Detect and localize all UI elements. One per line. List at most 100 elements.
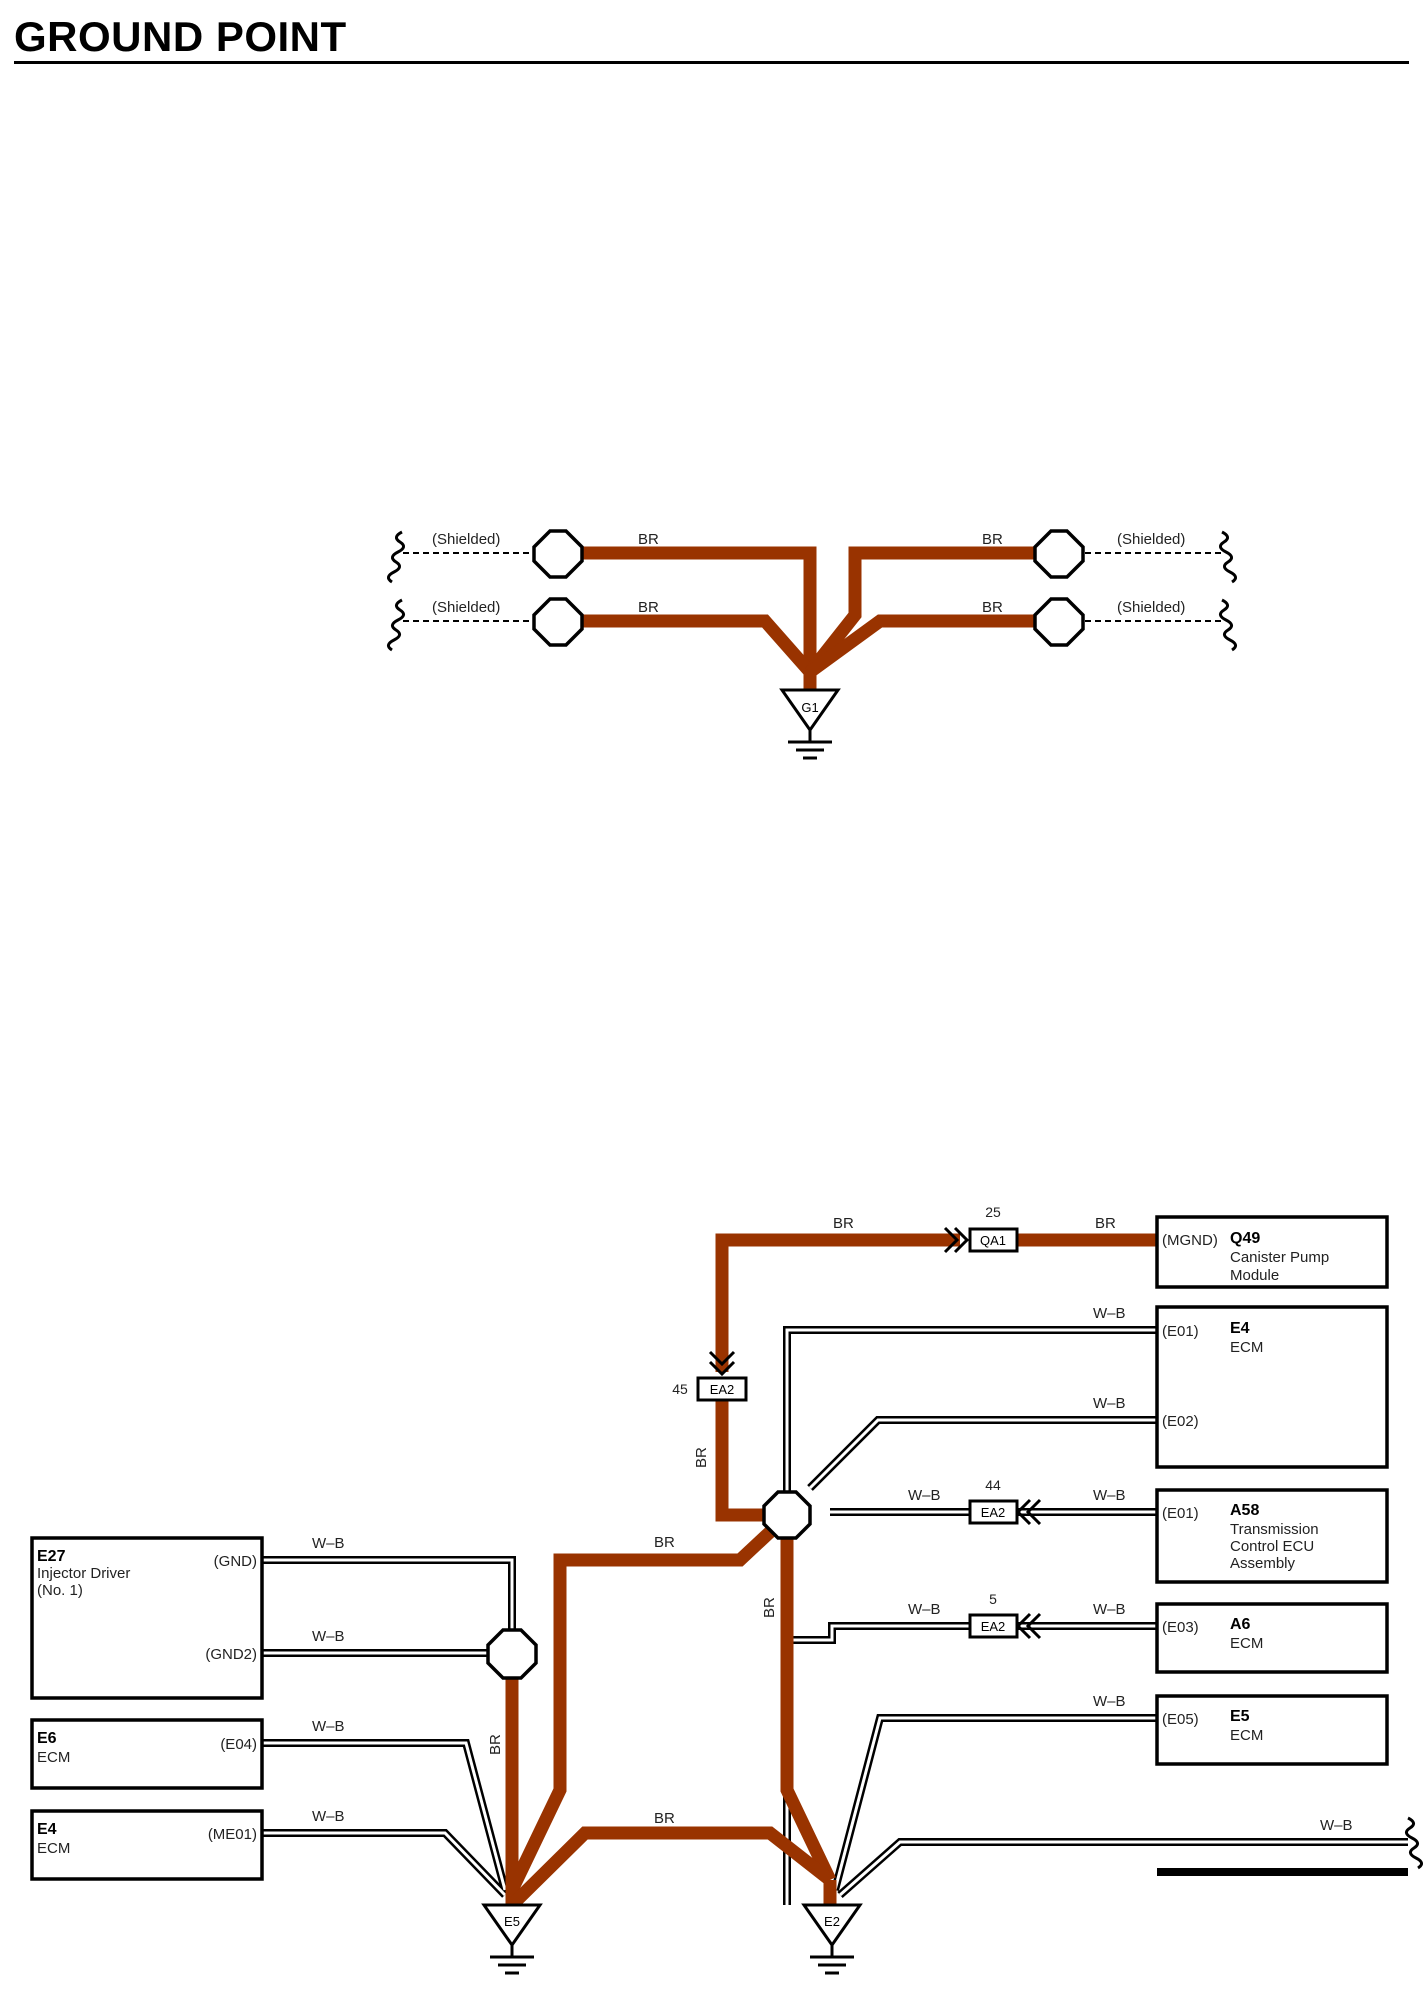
wire-color-label: W–B xyxy=(1093,1395,1126,1412)
wire-color-label: W–B xyxy=(908,1601,941,1618)
shield-label: (Shielded) xyxy=(432,599,500,616)
pin-label: (ME01) xyxy=(208,1826,257,1843)
wire-color-label: W–B xyxy=(1093,1305,1126,1322)
ground-symbol-g1: G1 xyxy=(780,688,840,760)
connector-ea2-45: EA2 45 xyxy=(672,1350,748,1402)
component-name: Control ECU xyxy=(1230,1538,1314,1555)
ground-label: G1 xyxy=(801,700,818,715)
wire-color-label: BR xyxy=(833,1215,854,1232)
component-code: A6 xyxy=(1230,1616,1251,1633)
component-q49: (MGND) Q49 Canister Pump Module xyxy=(1155,1215,1389,1289)
connector-pin: 5 xyxy=(989,1591,997,1607)
bottom-ground-section: QA1 25 EA2 45 EA2 44 EA2 5 BR BR BR BR xyxy=(30,1204,1423,1975)
shield-label: (Shielded) xyxy=(1117,531,1185,548)
component-e4-top: (E01) (E02) E4 ECM xyxy=(1155,1305,1389,1469)
component-e6: E6 ECM (E04) xyxy=(30,1718,264,1790)
component-e5: (E05) E5 ECM xyxy=(1155,1694,1389,1766)
bottom-splices xyxy=(486,1490,812,1680)
component-name: Assembly xyxy=(1230,1555,1296,1572)
component-code: E6 xyxy=(37,1730,57,1747)
component-name: Canister Pump xyxy=(1230,1249,1329,1266)
connector-pin: 45 xyxy=(672,1381,688,1397)
connector-ea2-5: EA2 5 xyxy=(968,1591,1042,1640)
wire-color-label: W–B xyxy=(1320,1817,1353,1834)
component-code: E4 xyxy=(37,1821,57,1838)
component-code: E5 xyxy=(1230,1708,1250,1725)
shield-label: (Shielded) xyxy=(1117,599,1185,616)
connector-ea2-44: EA2 44 xyxy=(968,1477,1042,1526)
wire-color-label: BR xyxy=(654,1534,675,1551)
connector-pin: 44 xyxy=(985,1477,1001,1493)
top-br-wires xyxy=(582,546,1034,690)
wire-color-label: BR xyxy=(1095,1215,1116,1232)
pin-label: (E01) xyxy=(1162,1323,1199,1340)
wire-color-label: W–B xyxy=(1093,1487,1126,1504)
wire-color-label: BR xyxy=(982,531,1003,548)
component-code: A58 xyxy=(1230,1502,1259,1519)
component-e4-bottom: E4 ECM (ME01) xyxy=(30,1809,264,1881)
component-a6: (E03) A6 ECM xyxy=(1155,1602,1389,1674)
top-splices xyxy=(532,529,1085,647)
splice-octagon xyxy=(532,529,584,579)
bottom-br-wires xyxy=(505,1233,1157,1910)
wire-color-label: BR xyxy=(761,1597,778,1618)
component-a58: (E01) A58 Transmission Control ECU Assem… xyxy=(1155,1488,1389,1584)
title-rule xyxy=(14,61,1409,64)
ground-label: E5 xyxy=(504,1914,520,1929)
wire-color-label: BR xyxy=(487,1734,504,1755)
wire-color-label: BR xyxy=(654,1810,675,1827)
component-name: Transmission xyxy=(1230,1521,1319,1538)
wire-color-label: W–B xyxy=(312,1628,345,1645)
component-name: (No. 1) xyxy=(37,1582,83,1599)
pin-label: (E03) xyxy=(1162,1619,1199,1636)
wire-color-label: W–B xyxy=(312,1535,345,1552)
wire-color-label: BR xyxy=(638,599,659,616)
ground-symbol-e2: E2 xyxy=(802,1903,862,1975)
pin-label: (E04) xyxy=(220,1736,257,1753)
wire-color-label: BR xyxy=(638,531,659,548)
wire-color-label: W–B xyxy=(908,1487,941,1504)
component-name: Injector Driver xyxy=(37,1565,130,1582)
component-name: ECM xyxy=(1230,1635,1263,1652)
pin-label: (E02) xyxy=(1162,1413,1199,1430)
pin-label: (E05) xyxy=(1162,1711,1199,1728)
component-name: ECM xyxy=(37,1749,70,1766)
wire-color-label: W–B xyxy=(1093,1693,1126,1710)
pin-label: (GND2) xyxy=(205,1646,257,1663)
component-name: ECM xyxy=(1230,1727,1263,1744)
connector-pin: 25 xyxy=(985,1204,1001,1220)
component-name: Module xyxy=(1230,1267,1279,1284)
connector-name: EA2 xyxy=(981,1619,1006,1634)
connector-name: QA1 xyxy=(980,1233,1006,1248)
splice-octagon xyxy=(1033,529,1085,579)
splice-octagon xyxy=(486,1628,538,1680)
component-name: ECM xyxy=(37,1840,70,1857)
component-e27: E27 Injector Driver (No. 1) (GND) (GND2) xyxy=(30,1536,264,1700)
wire-color-label: W–B xyxy=(312,1718,345,1735)
wire-color-label: BR xyxy=(982,599,1003,616)
connector-name: EA2 xyxy=(981,1505,1006,1520)
component-code: Q49 xyxy=(1230,1230,1260,1247)
shield-label: (Shielded) xyxy=(432,531,500,548)
break-mark xyxy=(1405,1816,1423,1870)
splice-octagon xyxy=(532,597,584,647)
component-code: E27 xyxy=(37,1548,66,1565)
wire-color-label: W–B xyxy=(312,1808,345,1825)
component-code: E4 xyxy=(1230,1320,1250,1337)
connector-qa1: QA1 25 xyxy=(943,1204,1019,1254)
shield-lines xyxy=(403,552,1222,622)
wire-color-label: BR xyxy=(693,1447,710,1468)
ground-label: E2 xyxy=(824,1914,840,1929)
component-name: ECM xyxy=(1230,1339,1263,1356)
pin-label: (GND) xyxy=(214,1553,257,1570)
splice-octagon xyxy=(1033,597,1085,647)
page-title: GROUND POINT xyxy=(14,13,347,60)
break-marks xyxy=(387,530,1237,652)
connector-name: EA2 xyxy=(710,1382,735,1397)
pin-label: (MGND) xyxy=(1162,1232,1218,1249)
top-ground-section: (Shielded) (Shielded) (Shielded) (Shield… xyxy=(387,529,1237,760)
splice-octagon xyxy=(762,1490,812,1540)
wire-color-label: W–B xyxy=(1093,1601,1126,1618)
ground-symbol-e5: E5 xyxy=(482,1903,542,1975)
